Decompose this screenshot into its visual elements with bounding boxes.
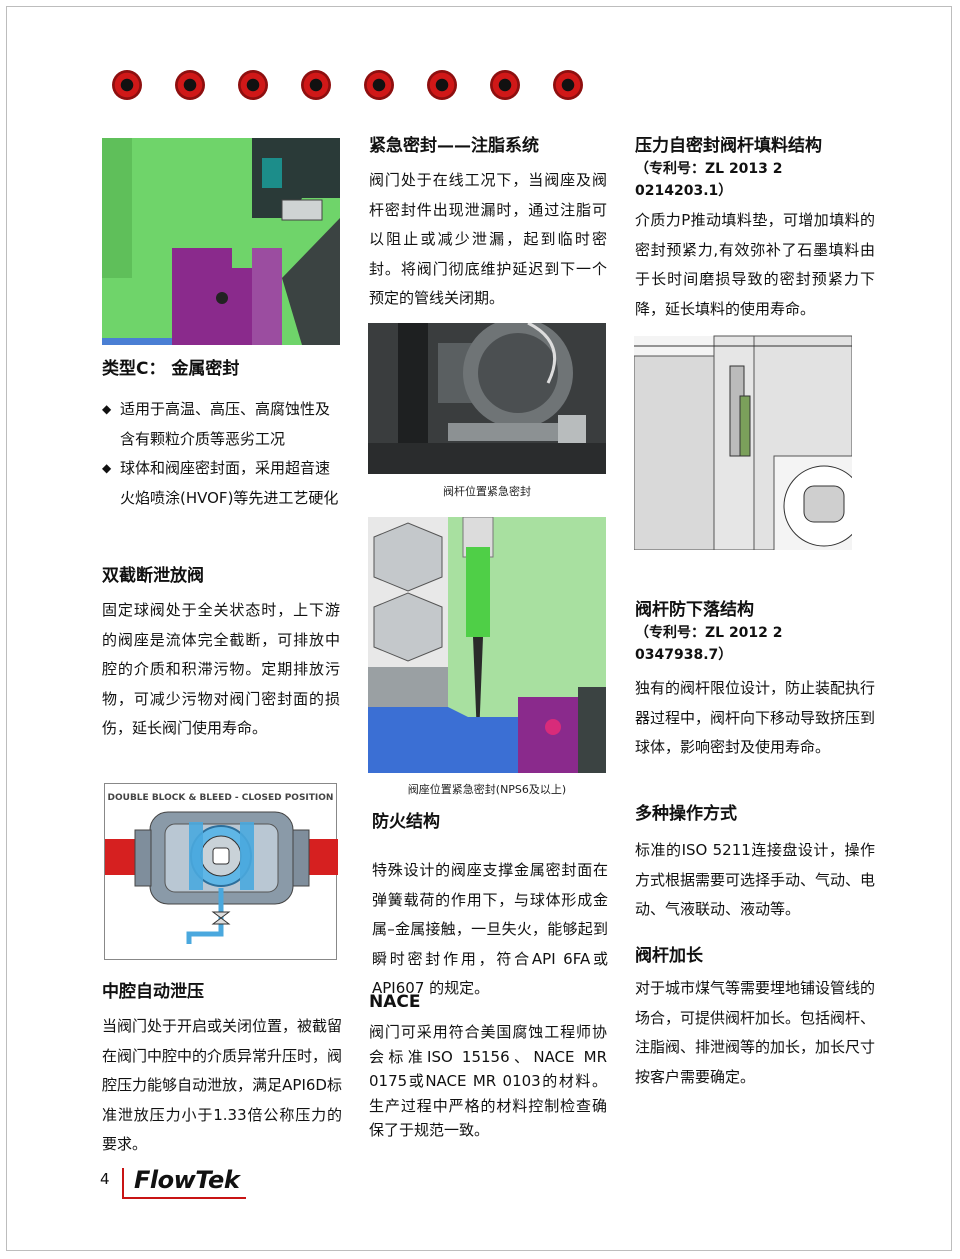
antidrop-patent: （专利号：ZL 2012 2 0347938.7） (635, 625, 783, 663)
diamond-bullet-icon: ◆ (102, 461, 112, 475)
red-dot-icon (364, 70, 394, 100)
dbb-title: 双截断泄放阀 (102, 566, 204, 586)
dbb-text: 固定球阀处于全关状态时，上下游的阀座是流体完全截断，可排放中腔的介质和积滞污物。… (102, 601, 340, 737)
stem-seal-caption: 阀杆位置紧急密封 (443, 485, 531, 498)
dbb-section: 双截断泄放阀 固定球阀处于全关状态时，上下游的阀座是流体完全截断，可排放中腔的介… (102, 564, 340, 744)
ops-section: 多种操作方式 标准的ISO 5211连接盘设计，操作方式根据需要可选择手动、气动… (635, 802, 875, 925)
decorative-dots (112, 70, 592, 106)
red-dot-icon (490, 70, 520, 100)
packing-title: 压力自密封阀杆填料结构 (635, 136, 822, 156)
emergency-title: 紧急密封——注脂系统 (369, 136, 539, 156)
type-c-bullet: ◆ 适用于高温、高压、高腐蚀性及含有颗粒介质等恶劣工况 (102, 395, 342, 454)
relief-title: 中腔自动泄压 (102, 982, 204, 1002)
page-border (6, 6, 952, 1251)
bullet-text: 球体和阀座密封面，采用超音速火焰喷涂(HVOF)等先进工艺硬化 (120, 459, 339, 507)
type-c-section: 类型C： 金属密封 ◆ 适用于高温、高压、高腐蚀性及含有颗粒介质等恶劣工况 ◆ … (102, 357, 342, 513)
seat-emergency-seal-figure (368, 517, 606, 773)
packing-patent: （专利号：ZL 2013 2 0214203.1） (635, 161, 783, 199)
relief-text: 当阀门处于开启或关闭位置，被截留在阀门中腔中的介质异常升压时，阀腔压力能够自动泄… (102, 1017, 343, 1153)
type-c-title: 类型C： 金属密封 (102, 359, 240, 379)
red-dot-icon (301, 70, 331, 100)
footer: 4 FlowTek (100, 1166, 260, 1206)
logo-underline (122, 1197, 246, 1199)
seat-seal-caption: 阀座位置紧急密封(NPS6及以上) (407, 783, 567, 796)
emergency-section: 紧急密封——注脂系统 阀门处于在线工况下，当阀座及阀杆密封件出现泄漏时，通过注脂… (369, 134, 607, 314)
bullet-text: 适用于高温、高压、高腐蚀性及含有颗粒介质等恶劣工况 (120, 400, 331, 448)
flowtek-logo: FlowTek (134, 1166, 240, 1194)
dbb-figure: DOUBLE BLOCK & BLEED - CLOSED POSITION (104, 783, 338, 960)
ops-title: 多种操作方式 (635, 804, 737, 824)
emergency-text: 阀门处于在线工况下，当阀座及阀杆密封件出现泄漏时，通过注脂可以阻止或减少泄漏，起… (369, 171, 607, 307)
antidrop-title: 阀杆防下落结构 (635, 600, 754, 620)
ops-text: 标准的ISO 5211连接盘设计，操作方式根据需要可选择手动、气动、电动、气液联… (635, 841, 876, 918)
diamond-bullet-icon: ◆ (102, 402, 112, 416)
red-dot-icon (112, 70, 142, 100)
fire-text: 特殊设计的阀座支撑金属密封面在弹簧载荷的作用下，与球体形成金属–金属接触，一旦失… (372, 861, 608, 997)
antidrop-text: 独有的阀杆限位设计，防止装配执行器过程中，阀杆向下移动导致挤压到球体，影响密封及… (635, 679, 876, 756)
extension-text: 对于城市煤气等需要埋地铺设管线的场合，可提供阀杆加长。包括阀杆、注脂阀、排泄阀等… (635, 979, 876, 1086)
nace-section: NACE 阀门可采用符合美国腐蚀工程师协会标准ISO 15156、NACE MR… (369, 990, 607, 1143)
fire-section: 防火结构 特殊设计的阀座支撑金属密封面在弹簧载荷的作用下，与球体形成金属–金属接… (372, 810, 608, 1004)
red-dot-icon (427, 70, 457, 100)
packing-section: 压力自密封阀杆填料结构 （专利号：ZL 2013 2 0214203.1） 介质… (635, 134, 875, 324)
extension-section: 阀杆加长 对于城市煤气等需要埋地铺设管线的场合，可提供阀杆加长。包括阀杆、注脂阀… (635, 944, 875, 1092)
metal-seal-figure (102, 138, 340, 345)
dbb-valve-diagram (105, 811, 338, 944)
red-dot-icon (238, 70, 268, 100)
nace-text: 阀门可采用符合美国腐蚀工程师协会标准ISO 15156、NACE MR 0175… (369, 1023, 607, 1139)
packing-text: 介质力P推动填料垫，可增加填料的密封预紧力,有效弥补了石墨填料由于长时间磨损导致… (635, 211, 875, 318)
fire-title: 防火结构 (372, 812, 440, 832)
red-dot-icon (175, 70, 205, 100)
dbb-figure-label: DOUBLE BLOCK & BLEED - CLOSED POSITION (107, 793, 334, 803)
packing-structure-drawing (634, 316, 852, 550)
antidrop-section: 阀杆防下落结构 （专利号：ZL 2012 2 0347938.7） 独有的阀杆限… (635, 598, 875, 763)
extension-title: 阀杆加长 (635, 946, 703, 966)
stem-emergency-seal-photo (368, 323, 606, 474)
relief-section: 中腔自动泄压 当阀门处于开启或关闭位置，被截留在阀门中腔中的介质异常升压时，阀腔… (102, 980, 342, 1160)
logo-bar (122, 1168, 124, 1198)
page-number: 4 (100, 1170, 110, 1188)
type-c-bullet: ◆ 球体和阀座密封面，采用超音速火焰喷涂(HVOF)等先进工艺硬化 (102, 454, 342, 513)
red-dot-icon (553, 70, 583, 100)
nace-title: NACE (369, 992, 421, 1012)
